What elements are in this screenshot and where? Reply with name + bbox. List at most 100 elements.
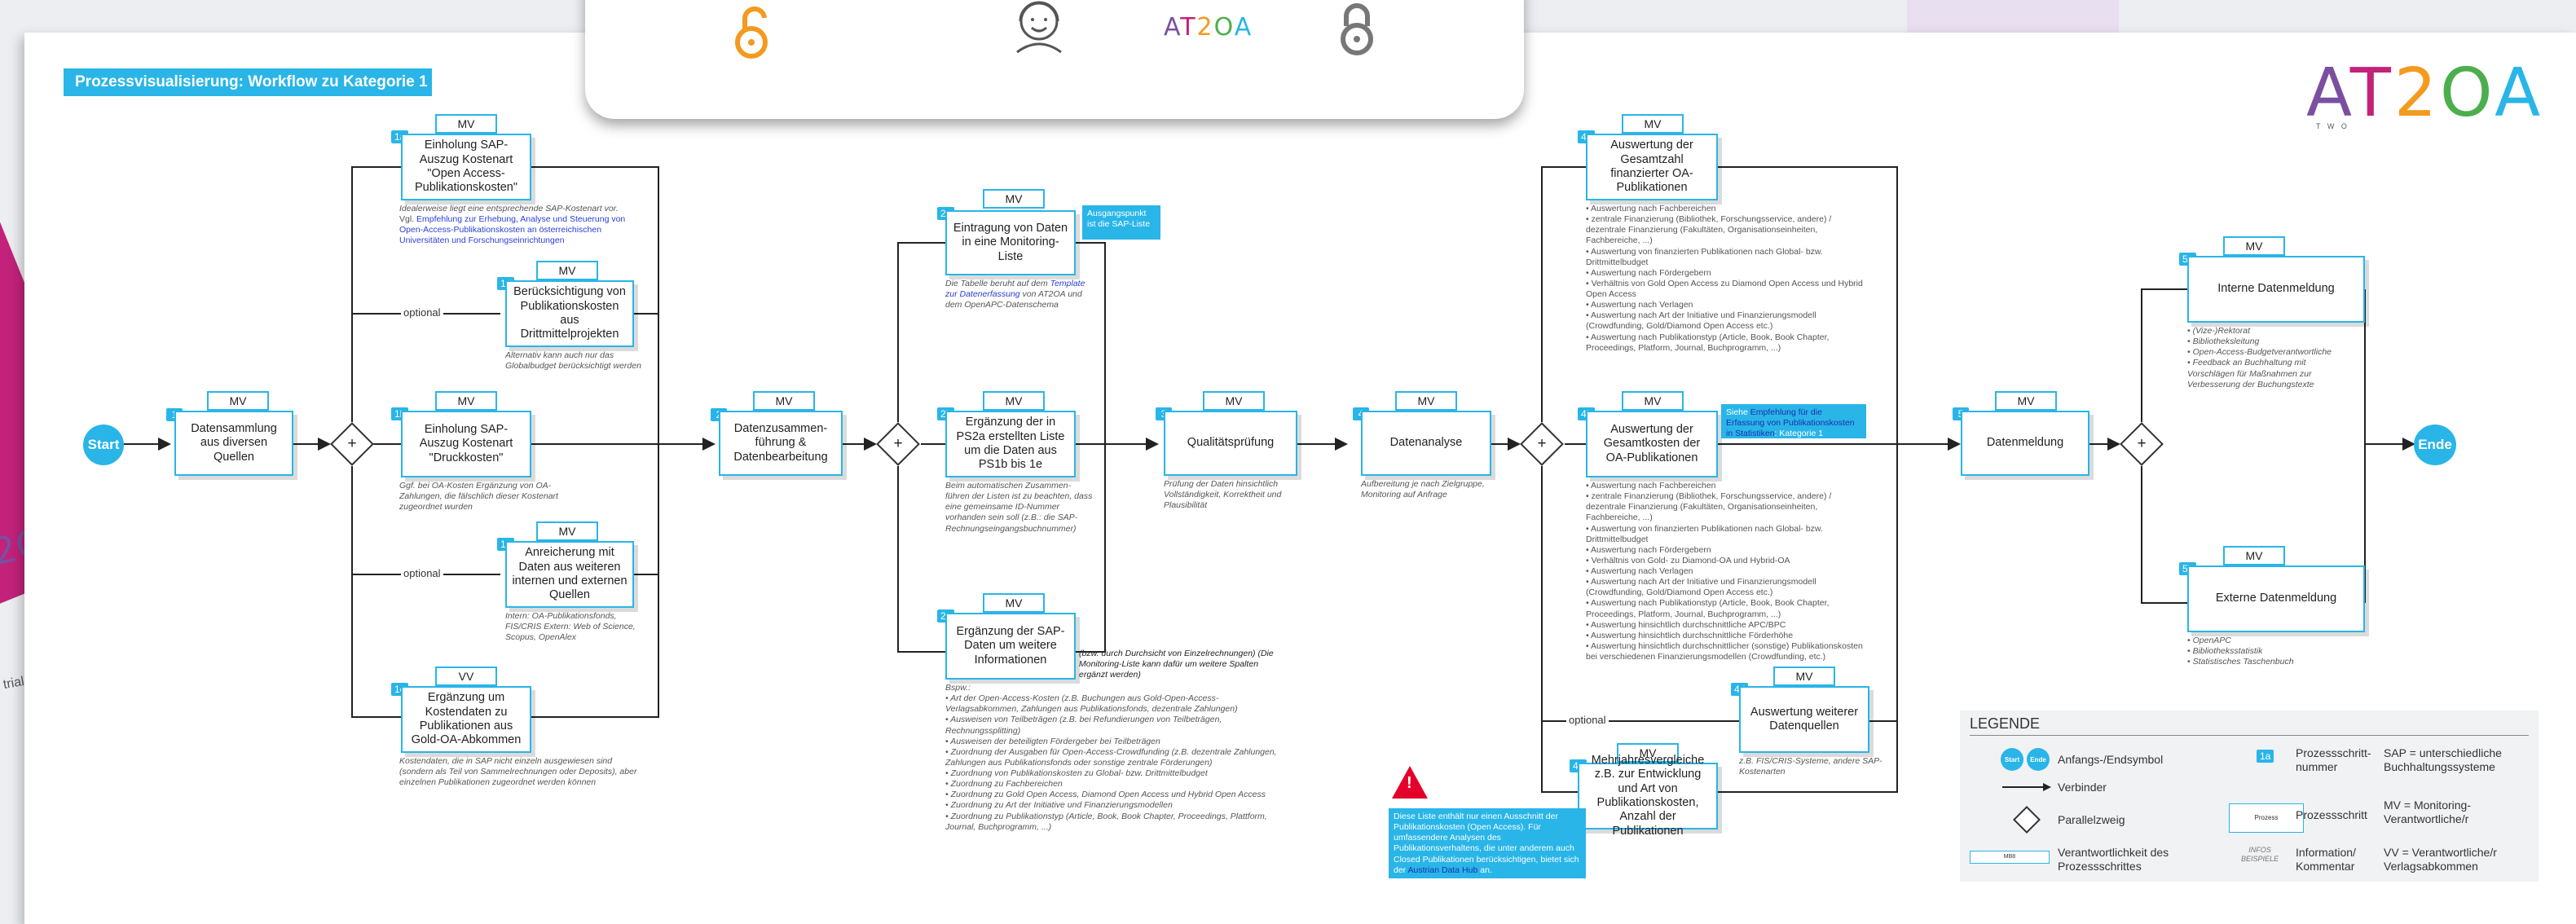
note-bullet: • Auswertung nach Publikationstyp (Artic… [1586, 332, 1830, 353]
note-bullet: • Zuordnung von Publikationskosten zu Gl… [945, 768, 1208, 778]
note-bullet: • Zuordnung der Ausgaben für Open-Access… [945, 746, 1277, 768]
legend-connector-label: Verbinder [2058, 781, 2107, 794]
step-note-5a: • (Vize-)Rektorat • Bibliotheksleitung •… [2187, 326, 2350, 390]
legend-vv-label: VV = Verantwortliche/r Verlagsabkommen [2384, 846, 2497, 873]
process-step-2[interactable]: Datenzusammen-führung & Datenbearbeitung [719, 411, 843, 476]
note-bullet: • Auswertung nach Verlagen [1586, 300, 1693, 310]
end-symbol: Ende [2414, 425, 2456, 465]
step-role-1b: MV [435, 391, 497, 411]
optional-label-4d: optional [1566, 714, 1609, 726]
process-step-2a[interactable]: Eintragung von Daten in eine Monitoring-… [945, 210, 1076, 275]
step-note-2c: Bspw.: • Art der Open-Access-Kosten (z.B… [945, 683, 1279, 833]
optional-label-1e: optional [401, 567, 443, 579]
note-bullet: • zentrale Finanzierung (Bibliothek, For… [1586, 491, 1832, 523]
template-link[interactable]: Template zur Datenerfassung [945, 279, 1085, 300]
legend: LEGENDE Start Ende Anfangs-/Endsymbol Ve… [1960, 711, 2539, 882]
page-title: Prozessvisualisierung: Workflow zu Kateg… [64, 68, 432, 96]
note-bullet: • Art der Open-Access-Kosten (z.B. Buchu… [945, 693, 1238, 715]
step-note-1e: Intern: OA-Publikationsfonds, FIS/CRIS E… [505, 611, 636, 643]
process-step-2b[interactable]: Ergänzung der in PS2a erstellten Liste u… [945, 411, 1076, 477]
step-role-1e: MV [536, 521, 598, 541]
step-role-4: MV [1395, 391, 1457, 411]
step-role-5b: MV [2223, 546, 2285, 565]
step-role-5: MV [1995, 391, 2057, 411]
process-step-1[interactable]: Datensammlung aus diversen Quellen [174, 411, 293, 476]
step-role-2a: MV [983, 189, 1045, 209]
gateway-plus-2: + [893, 435, 903, 452]
step-role-4c: MV [1617, 743, 1679, 763]
step-note-1c: Kostendaten, die in SAP nicht einzeln au… [399, 756, 637, 788]
note-bullet: • Auswertung von finanzierten Publikatio… [1586, 523, 1823, 544]
note-bullet: • Ausweisen von Teilbeträgen (z.B. bei R… [945, 715, 1222, 736]
legend-info-symbol: INFOS BEISPIELE [2240, 846, 2279, 863]
legend-title: LEGENDE [1970, 715, 2041, 732]
process-step-5a[interactable]: Interne Datenmeldung [2187, 256, 2365, 323]
process-step-4c[interactable]: Mehrjahresvergleiche z.B. zur Entwicklun… [1578, 754, 1718, 838]
process-step-5b[interactable]: Externe Datenmeldung [2187, 565, 2365, 632]
process-step-1e[interactable]: Anreicherung mit Daten aus weiteren inte… [505, 541, 634, 608]
legend-divider [1970, 735, 2529, 736]
optional-label-1d: optional [401, 306, 443, 319]
process-step-4d[interactable]: Auswertung weiterer Datenquellen [1739, 686, 1869, 753]
austrian-data-hub-link[interactable]: Austrian Data Hub [1407, 865, 1478, 875]
step-role-4b: MV [1622, 391, 1684, 411]
step-role-1: MV [207, 391, 269, 411]
legend-start-symbol: Start [2001, 748, 2023, 771]
warning-callout: Diese Liste enthält nur einen Ausschnitt… [1389, 808, 1586, 878]
note-bullet: • Bibliotheksstatistik [2187, 646, 2263, 657]
legend-responsibility-label: Verantwortlichkeit des Prozessschrittes [2058, 846, 2169, 873]
legend-end-symbol: Ende [2027, 748, 2050, 771]
legend-info-label: Information/ Kommentar [2296, 846, 2356, 873]
note-bullet: • Auswertung nach Fördergebern [1586, 544, 1711, 555]
top-card-logo[interactable]: AT2OA [1164, 13, 1253, 42]
step-role-5a: MV [2223, 236, 2285, 256]
note-bullet: • Auswertung nach Fachbereichen [1586, 481, 1716, 491]
note-bullet: • Verhältnis von Gold Open Access zu Dia… [1586, 278, 1863, 299]
headset-person-icon[interactable] [1002, 0, 1076, 55]
process-step-4a[interactable]: Auswertung der Gesamtzahl finanzierter O… [1586, 134, 1718, 200]
process-step-2c[interactable]: Ergänzung der SAP-Daten um weitere Infor… [945, 613, 1076, 680]
step-role-1d: MV [536, 261, 598, 280]
note-bullet: • Auswertung nach Verlagen [1586, 566, 1693, 576]
note-bullet: • Auswertung nach Art der Initiative und… [1586, 577, 1816, 598]
legend-parallel-label: Parallelzweig [2058, 813, 2125, 826]
process-step-1d[interactable]: Berücksichtigung von Publikationskosten … [505, 280, 634, 347]
note-bullet: • (Vize-)Rektorat [2187, 326, 2251, 336]
step-note-3: Prüfung der Daten hinsichtlich Vollständ… [1164, 479, 1282, 511]
process-step-1a[interactable]: Einholung SAP-Auszug Kostenart "Open Acc… [401, 134, 531, 200]
brand-logo[interactable]: AT2OA [2306, 55, 2544, 132]
note-bullet: • Auswertung nach Publikationstyp (Artic… [1586, 598, 1830, 619]
process-step-1c[interactable]: Ergänzung um Kostendaten zu Publikatione… [401, 686, 531, 753]
legend-parallel-symbol [2013, 806, 2041, 834]
process-step-5[interactable]: Datenmeldung [1961, 411, 2089, 476]
recommendation-link[interactable]: Empfehlung zur Erhebung, Analyse und Ste… [399, 214, 626, 246]
open-lock-icon[interactable] [733, 3, 777, 60]
process-step-4b[interactable]: Auswertung der Gesamtkosten der OA-Publi… [1586, 411, 1718, 477]
note-bullet: • Zuordnung zu Art der Initiative und Fi… [945, 800, 1173, 811]
step-side-note-2c: (bzw. durch Durchsicht von Einzelrechnun… [1079, 649, 1274, 680]
legend-mv-label: MV = Monitoring-Verantwortliche/r [2384, 799, 2471, 825]
step-note-1a: Idealerweise liegt eine entsprechende SA… [399, 204, 626, 246]
note-bullet: • zentrale Finanzierung (Bibliothek, For… [1586, 214, 1832, 246]
step-callout-4b: Siehe Empfehlung für die Erfassung von P… [1721, 404, 1866, 438]
process-step-4[interactable]: Datenanalyse [1361, 411, 1491, 476]
closed-lock-icon[interactable] [1336, 0, 1377, 57]
process-step-1b[interactable]: Einholung SAP-Auszug Kostenart "Druckkos… [401, 411, 531, 477]
step-note-4d: z.B. FIS/CRIS-Systeme, andere SAP-Kosten… [1739, 756, 1882, 777]
step-role-2: MV [753, 391, 815, 411]
step-note-2a: Die Tabelle beruht auf dem Template zur … [945, 279, 1085, 310]
note-bullet: • Zuordnung zu Fachbereichen [945, 779, 1063, 790]
legend-sap-label: SAP = unterschiedliche Buchhaltungssyste… [2384, 746, 2502, 773]
start-symbol: Start [83, 425, 124, 465]
legend-step-number-label: Prozessschritt-nummer [2296, 746, 2371, 773]
note-bullet: • Feedback an Buchhaltung mit Vorschläge… [2187, 358, 2314, 389]
note-bullet: • OpenAPC [2187, 636, 2231, 645]
legend-connector-arrow [2002, 783, 2051, 791]
statistics-recommendation-link[interactable]: Empfehlung für die Erfassung von Publika… [1726, 407, 1855, 439]
note-bullet: • Zuordnung zu Gold Open Access, Diamond… [945, 790, 1266, 800]
legend-start-end-label: Anfangs-/Endsymbol [2058, 753, 2164, 766]
process-step-3[interactable]: Qualitätsprüfung [1164, 411, 1297, 476]
top-navigation-card: AT2OA [585, 0, 1524, 119]
gateway-plus-5: + [2137, 435, 2147, 452]
